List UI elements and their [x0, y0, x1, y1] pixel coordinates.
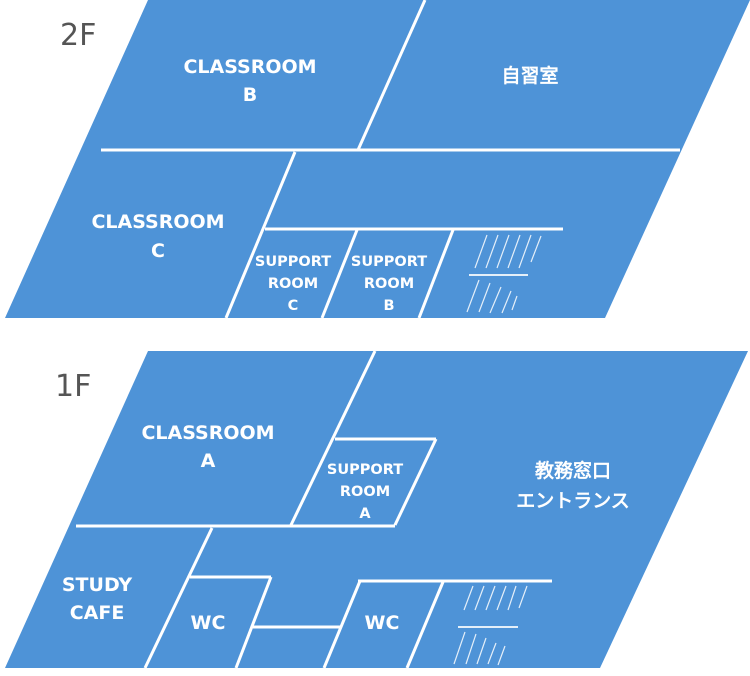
room-label: C [288, 298, 299, 314]
stairs-icon [466, 234, 542, 314]
floor-1f: 1F CLASSROOM A [5, 350, 748, 669]
room-office-entrance[interactable]: 教務窓口 エントランス [516, 459, 630, 512]
room-label: CLASSROOM [141, 422, 274, 444]
room-support-room-b[interactable]: SUPPORT ROOM B [351, 254, 427, 314]
room-jishuushitsu[interactable]: 自習室 [501, 64, 558, 87]
room-label: 自習室 [501, 64, 558, 87]
room-label: CAFE [70, 602, 125, 624]
room-label: ROOM [364, 276, 414, 292]
room-label: A [359, 506, 371, 522]
room-label: A [201, 450, 216, 472]
floor-2f-label: 2F [60, 18, 96, 53]
room-classroom-b[interactable]: CLASSROOM B [183, 56, 316, 106]
room-wc-2[interactable]: WC [365, 612, 400, 634]
room-label: C [151, 240, 165, 262]
wall [393, 438, 438, 526]
room-label: SUPPORT [351, 254, 427, 270]
room-label: WC [191, 612, 226, 634]
room-label: STUDY [62, 574, 132, 596]
floor-2f: 2F CLASSROOM B 自習室 [5, 0, 750, 319]
room-label: CLASSROOM [183, 56, 316, 78]
wall [320, 229, 359, 319]
room-label: B [383, 298, 394, 314]
room-label: B [243, 84, 257, 106]
wall [356, 0, 427, 151]
room-label: 教務窓口 [535, 459, 611, 482]
wall [289, 350, 377, 526]
room-support-room-a[interactable]: SUPPORT ROOM A [327, 462, 403, 522]
room-label: エントランス [516, 490, 630, 512]
floor-2f-outline [5, 0, 750, 318]
room-label: SUPPORT [327, 462, 403, 478]
room-label: WC [365, 612, 400, 634]
room-support-room-c[interactable]: SUPPORT ROOM C [255, 254, 331, 314]
room-label: ROOM [340, 484, 390, 500]
wall [234, 576, 273, 669]
room-wc-1[interactable]: WC [191, 612, 226, 634]
wall [417, 229, 455, 319]
room-label: CLASSROOM [91, 211, 224, 233]
floor-1f-label: 1F [55, 369, 91, 404]
room-label: SUPPORT [255, 254, 331, 270]
wall [322, 580, 362, 669]
floor-1f-outline [5, 351, 748, 668]
wall [405, 581, 445, 669]
room-study-cafe[interactable]: STUDY CAFE [62, 574, 132, 624]
room-classroom-c[interactable]: CLASSROOM C [91, 211, 224, 262]
room-label: ROOM [268, 276, 318, 292]
room-classroom-a[interactable]: CLASSROOM A [141, 422, 274, 472]
wall [143, 527, 214, 669]
wall [224, 151, 297, 319]
stairs-icon [453, 585, 528, 666]
